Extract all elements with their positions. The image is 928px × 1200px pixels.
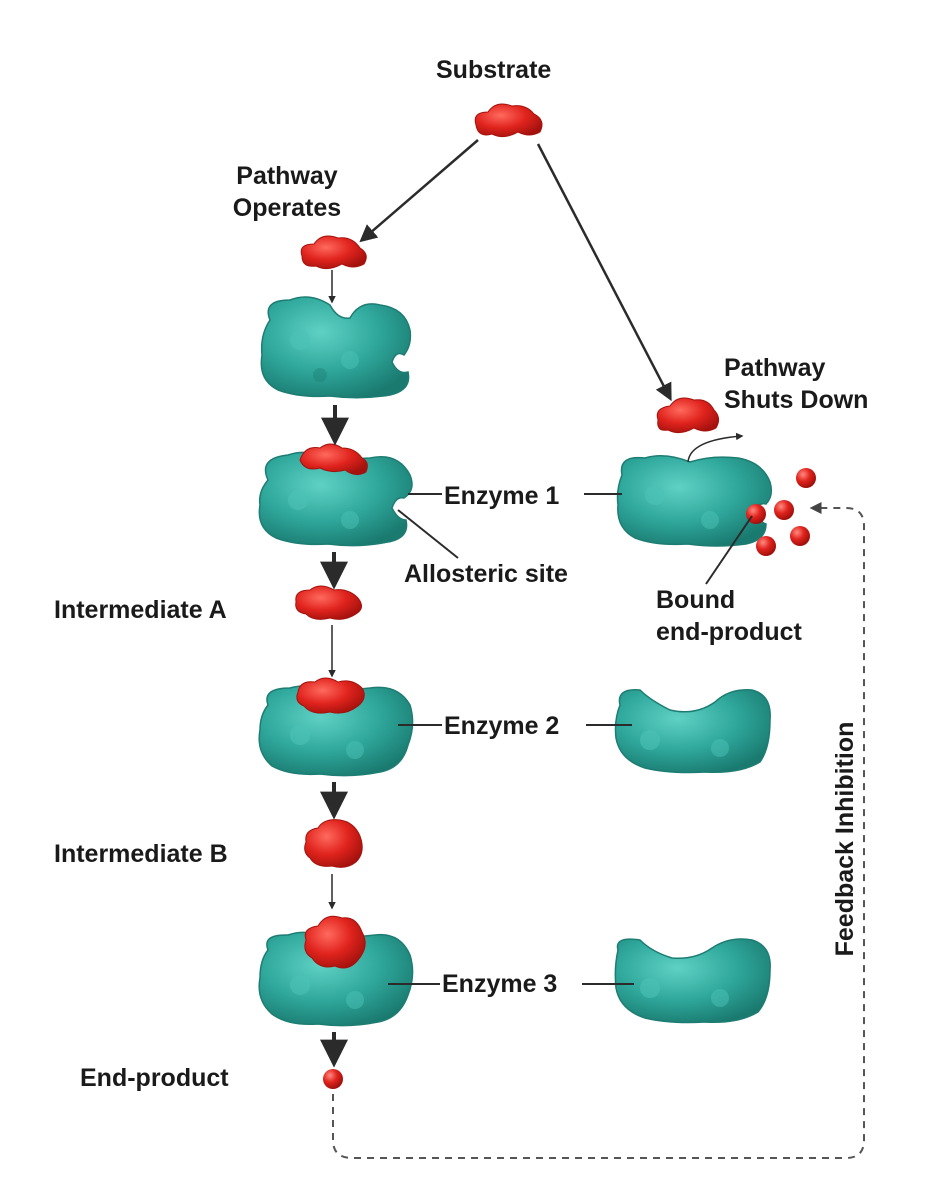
enzyme-2-label: Enzyme 2: [444, 712, 560, 740]
end-product-label: End-product: [80, 1064, 229, 1092]
feedback-inhibition-path: [332, 502, 865, 1159]
enzyme-1-label: Enzyme 1: [444, 482, 560, 510]
enzyme-1-inhibited: [616, 455, 773, 547]
arrow-substrate-rejected: [687, 432, 744, 463]
end-product-molecule: [323, 1069, 343, 1089]
intermediate-b-bound: [304, 915, 366, 969]
enzyme-3-label: Enzyme 3: [442, 970, 558, 998]
pathway-operates-line-1: Pathway: [236, 162, 338, 190]
substrate-label: Substrate: [436, 56, 552, 84]
bound-line-1: Bound: [656, 586, 736, 614]
pathway-shuts-down-label: Pathway Shuts Down: [724, 352, 868, 416]
allosteric-site-leader: [397, 509, 459, 559]
pathway-shuts-line-1: Pathway: [724, 354, 826, 382]
enzyme-2-free: [614, 689, 771, 774]
arrow-substrate-to-shutdown: [536, 143, 672, 402]
enzyme-1-free: [260, 296, 412, 399]
intermediate-b-molecule: [304, 819, 363, 868]
substrate-pathway-operates: [300, 235, 367, 270]
enzyme-1-active: [258, 451, 413, 547]
bound-end-product-label: Bound end-product: [656, 584, 802, 648]
pathway-operates-line-2: Operates: [232, 194, 342, 222]
intermediate-a-label: Intermediate A: [54, 596, 227, 624]
feedback-inhibition-label: Feedback Inhibition: [831, 721, 859, 957]
enzyme-3-free: [614, 938, 771, 1024]
arrow-substrate-to-pathway: [359, 139, 479, 243]
substrate-molecule: [474, 103, 543, 138]
allosteric-site-label: Allosteric site: [404, 560, 568, 588]
intermediate-a-molecule: [295, 585, 362, 620]
intermediate-b-label: Intermediate B: [54, 840, 228, 868]
bound-line-2: end-product: [656, 618, 802, 646]
bound-end-product-leader: [705, 515, 753, 585]
substrate-pathway-shuts: [656, 397, 720, 434]
pathway-shuts-line-2: Shuts Down: [724, 386, 869, 414]
pathway-operates-label: Pathway Operates: [222, 160, 352, 224]
intermediate-a-bound: [296, 677, 365, 714]
substrate-bound-enzyme-1: [299, 443, 368, 476]
